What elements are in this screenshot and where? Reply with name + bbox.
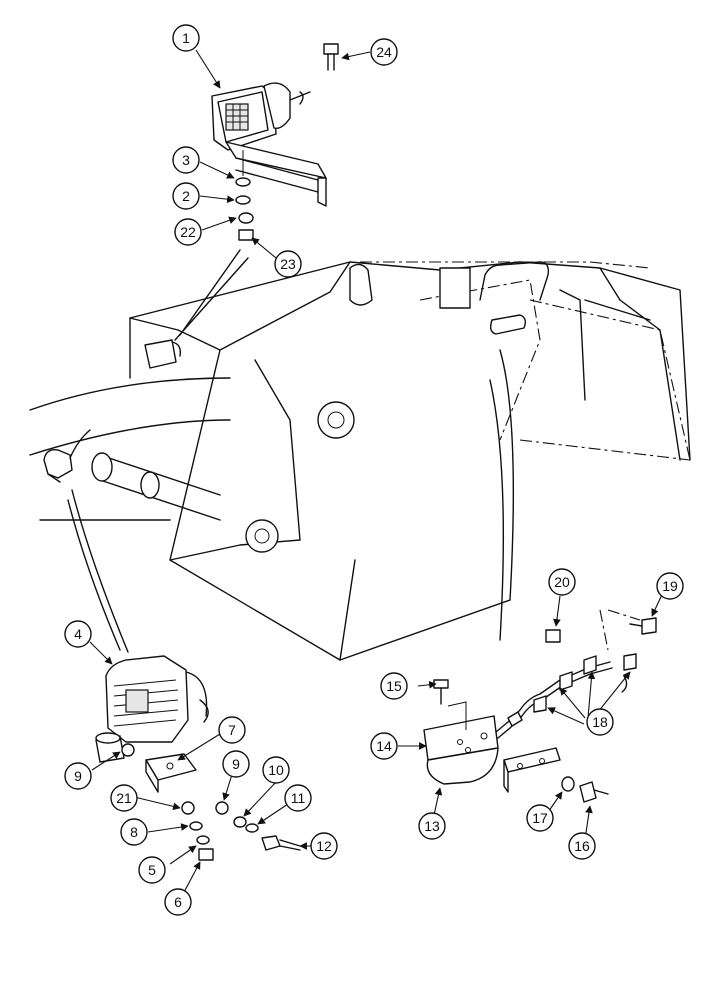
bracket-7	[145, 753, 197, 793]
svg-text:22: 22	[180, 224, 196, 240]
callout-20: 20	[548, 568, 576, 596]
callout-2: 2	[172, 182, 200, 210]
svg-text:11: 11	[291, 790, 306, 806]
svg-text:19: 19	[662, 578, 678, 594]
wire-bottom-lamp	[67, 489, 129, 653]
callout-9-left: 9	[64, 762, 92, 790]
svg-text:21: 21	[116, 790, 132, 806]
callout-16: 16	[568, 832, 596, 860]
callout-19: 19	[656, 572, 684, 600]
svg-text:23: 23	[280, 256, 296, 272]
callout-24: 24	[370, 38, 398, 66]
svg-text:6: 6	[174, 894, 182, 910]
svg-text:9: 9	[232, 756, 240, 772]
callout-15: 15	[380, 672, 408, 700]
svg-text:15: 15	[386, 678, 402, 694]
spacer	[95, 732, 125, 763]
bolt-24	[323, 43, 339, 71]
callout-22: 22	[174, 218, 202, 246]
svg-text:1: 1	[182, 30, 190, 46]
lamp-bracket-assembly	[423, 609, 641, 793]
hardware-right	[433, 617, 657, 803]
callout-9-right: 9	[222, 750, 250, 778]
callout-17: 17	[526, 804, 554, 832]
callout-1: 1	[172, 24, 200, 52]
svg-text:17: 17	[532, 810, 548, 826]
callout-5: 5	[138, 856, 166, 884]
callout-14: 14	[370, 732, 398, 760]
callout-8: 8	[120, 818, 148, 846]
callout-4: 4	[64, 620, 92, 648]
machine-cab-outline	[29, 261, 691, 661]
svg-text:20: 20	[554, 574, 570, 590]
svg-text:8: 8	[130, 824, 138, 840]
callout-12: 12	[310, 832, 338, 860]
callout-6: 6	[164, 888, 192, 916]
leader-lines	[89, 49, 667, 897]
svg-text:13: 13	[424, 818, 440, 834]
callout-18: 18	[586, 708, 614, 736]
svg-text:7: 7	[228, 722, 236, 738]
svg-text:9: 9	[74, 768, 82, 784]
hardware-stack-top	[235, 150, 254, 241]
svg-text:10: 10	[268, 762, 284, 778]
work-lamp-top	[211, 82, 327, 207]
work-lamp-bottom	[105, 655, 209, 743]
wire-top-lamp	[174, 249, 249, 341]
callout-3: 3	[172, 146, 200, 174]
svg-text:5: 5	[148, 862, 156, 878]
callout-21: 21	[110, 784, 138, 812]
hardware-bottom-left	[121, 743, 301, 861]
svg-text:2: 2	[182, 188, 190, 204]
svg-text:3: 3	[182, 152, 190, 168]
svg-text:12: 12	[316, 838, 332, 854]
callout-7: 7	[218, 716, 246, 744]
callout-10: 10	[262, 756, 290, 784]
svg-text:18: 18	[592, 714, 608, 730]
svg-text:16: 16	[574, 838, 590, 854]
svg-text:4: 4	[74, 626, 82, 642]
callout-13: 13	[418, 812, 446, 840]
callout-23: 23	[274, 250, 302, 278]
callout-11: 11	[284, 784, 312, 812]
svg-text:24: 24	[376, 44, 392, 60]
svg-text:14: 14	[376, 738, 392, 754]
